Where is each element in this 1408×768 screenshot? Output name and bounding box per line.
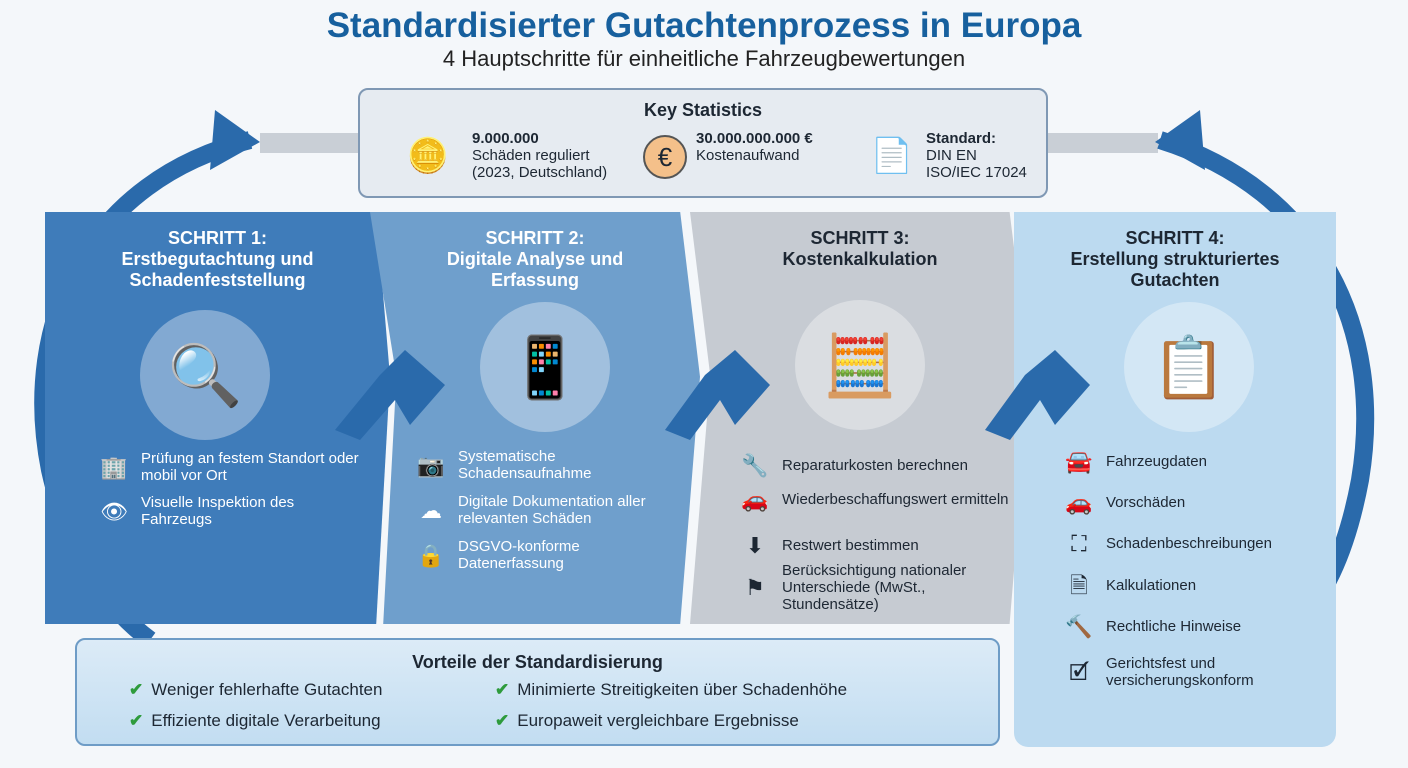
list-item: 🗎Kalkulationen [1062,570,1322,600]
page-title: Standardisierter Gutachtenprozess in Eur… [326,6,1082,45]
car-icon: 🚘 [1065,448,1093,474]
list-item: 📷Systematische Schadensaufnahme [414,448,664,482]
check-icon: ✔ [129,711,144,730]
list-item: 👁Visuelle Inspektion des Fahrzeugs [97,494,367,528]
magnifier-car-icon: 🔍 [140,310,270,440]
list-item: 🚘Fahrzeugdaten [1062,446,1322,476]
shield-lock-icon: 🔒 [417,542,445,568]
documents-icon: 🗎 [1070,572,1088,598]
damaged-car-icon: 🚗 [1065,489,1093,515]
stat-value: 30.000.000.000 € [696,130,813,147]
stats-title: Key Statistics [643,100,763,120]
list-item: 🔒DSGVO-konforme Datenerfassung [414,538,664,572]
step-3-panel: SCHRITT 3:Kostenkalkulation 🧮 🔧Reparatur… [690,212,1030,624]
list-item: 🔧Reparaturkosten berechnen [738,450,1018,480]
benefits-title: Vorteile der Standardisierung [412,652,663,672]
benefits-box: Vorteile der Standardisierung ✔Weniger f… [75,638,1000,746]
stat-label: Schäden reguliert [472,147,590,164]
coins-car-icon: 🪙 [406,137,450,175]
camera-icon: 📷 [417,452,445,478]
list-item: 🏢Prüfung an festem Standort oder mobil v… [97,450,367,484]
cloud-folder-icon: ☁ [420,497,442,523]
stat-label: DIN EN [926,147,977,164]
euro-coin-icon: € [643,135,687,179]
page-subtitle: 4 Hauptschritte für einheitliche Fahrzeu… [442,46,966,71]
step-3-heading: SCHRITT 3:Kostenkalkulation [782,228,938,269]
wrench-euro-icon: 🔧 [741,452,769,478]
list-item: 🔨Rechtliche Hinweise [1062,611,1322,641]
calculator-euro-icon: 🧮 [795,300,925,430]
list-item: ⬇Restwert bestimmen [738,530,1018,560]
benefit-item: ✔Weniger fehlerhafte Gutachten [129,680,383,699]
list-item: 🗹Gerichtsfest und versicherungskonform [1062,655,1322,689]
list-item: ☁Digitale Dokumentation aller relevanten… [414,493,664,527]
eye-icon: 👁 [100,498,128,524]
stat-value: 9.000.000 [472,130,539,147]
list-item: 🚗Wiederbeschaffungswert ermitteln [738,484,1018,514]
car-arrow-down-icon: ⬇ [745,532,765,558]
stat-note: ISO/IEC 17024 [926,164,1027,181]
euro-flag-icon: ⚑ [745,575,765,600]
benefit-item: ✔Europaweit vergleichbare Ergebnisse [495,711,799,730]
benefit-item: ✔Minimierte Streitigkeiten über Schadenh… [495,680,848,699]
car-scan-icon: ⛶ [1071,530,1087,556]
list-item: 🚗Vorschäden [1062,487,1322,517]
document-check-icon: 🗹 [1069,659,1089,685]
document-gear-icon: 📄 [870,137,914,175]
stat-note: (2023, Deutschland) [472,164,608,181]
building-car-icon: 🏢 [100,454,128,480]
check-icon: ✔ [495,680,510,699]
benefit-item: ✔Effiziente digitale Verarbeitung [129,711,381,730]
check-icon: ✔ [129,680,144,699]
stat-costs: 30.000.000.000 €Kostenaufwand [696,130,813,164]
report-check-icon: 📋 [1124,302,1254,432]
list-item: ⛶Schadenbeschreibungen [1062,528,1322,558]
gavel-icon: 🔨 [1065,613,1093,639]
check-icon: ✔ [495,711,510,730]
stat-value: Standard: [926,130,997,147]
stat-label: Kostenaufwand [696,147,800,164]
tablet-phone-icon: 📱 [480,302,610,432]
car-price-tag-icon: 🚗 [741,486,769,512]
list-item: ⚑Berücksichtigung nationaler Unterschied… [738,562,1018,613]
